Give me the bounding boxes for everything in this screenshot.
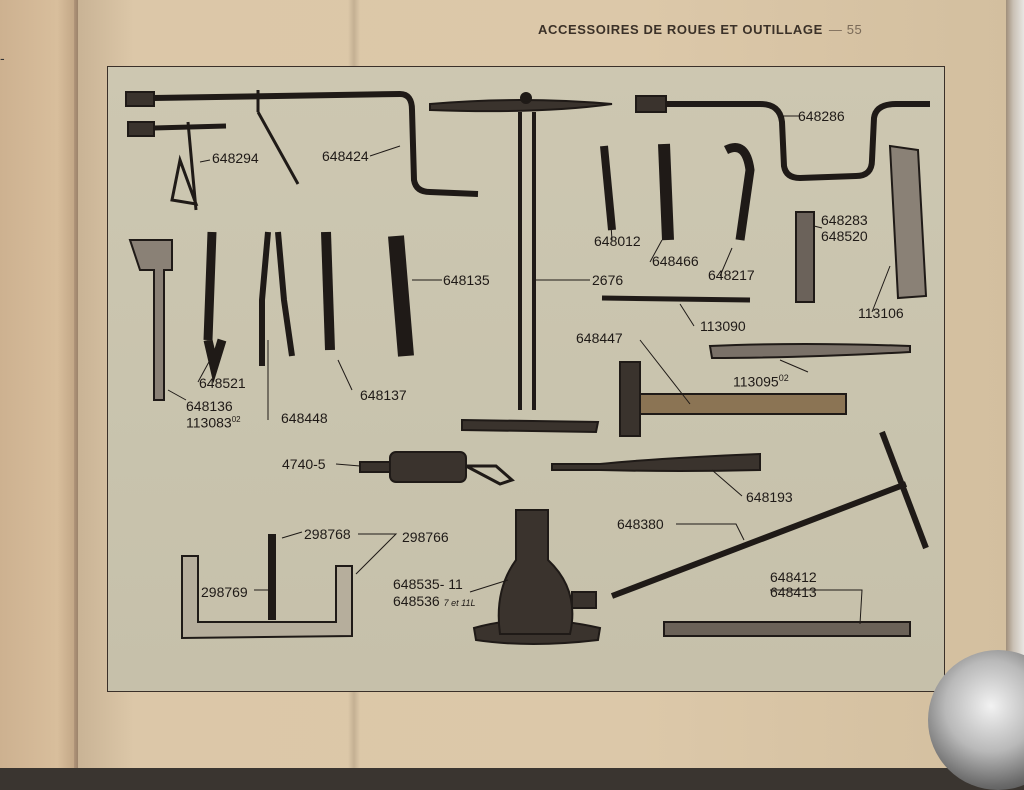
label-113095-suffix: 02 bbox=[778, 373, 789, 383]
rim-clamp-drawing bbox=[181, 555, 353, 640]
label-648521: 648521 bbox=[199, 375, 246, 391]
label-113095-number: 113095 bbox=[733, 373, 779, 390]
label-648536: 648536 7 et 11L bbox=[393, 594, 475, 610]
left-page-mark: - bbox=[0, 50, 5, 66]
label-113083-suffix: 02 bbox=[231, 415, 241, 424]
label-4740-5: 4740-5 bbox=[282, 456, 326, 472]
screwdriver-drawing bbox=[203, 231, 227, 384]
label-648448: 648448 bbox=[281, 410, 328, 426]
hammer-handle-drawing bbox=[639, 393, 847, 415]
label-648136: 648136 bbox=[186, 398, 233, 414]
crank-handle-drawing bbox=[635, 95, 930, 182]
bottle-jack-drawing bbox=[472, 509, 602, 645]
label-648520: 648520 bbox=[821, 228, 868, 244]
pliers-drawing bbox=[259, 231, 295, 366]
wheel-brace-drawing bbox=[125, 90, 479, 197]
page-edge bbox=[1006, 0, 1024, 768]
label-113083: 11308302 bbox=[186, 413, 241, 430]
label-648217: 648217 bbox=[708, 267, 755, 283]
wrench-648217-drawing bbox=[723, 143, 755, 241]
label-648294: 648294 bbox=[212, 150, 259, 166]
label-648466: 648466 bbox=[652, 253, 699, 269]
label-648193: 648193 bbox=[746, 489, 793, 505]
label-113106: 113106 bbox=[858, 305, 904, 321]
label-298766: 298766 bbox=[402, 529, 449, 545]
jack-handle-drawing bbox=[429, 92, 613, 434]
t-bar-handle-drawing bbox=[879, 430, 929, 550]
label-648424: 648424 bbox=[322, 148, 369, 164]
label-648380: 648380 bbox=[617, 516, 664, 532]
tyre-lever-drawing bbox=[708, 343, 911, 360]
label-298769: 298769 bbox=[201, 584, 248, 600]
label-648536-note: 7 et 11L bbox=[443, 598, 476, 608]
page-number: — 55 bbox=[828, 22, 863, 37]
box-spanner-drawing bbox=[795, 211, 815, 303]
label-648535: 648535- 11 bbox=[393, 576, 463, 592]
label-113095: 11309502 bbox=[733, 371, 789, 389]
page-header: ACCESSOIRES DE ROUES ET OUTILLAGE — 55 bbox=[538, 22, 862, 37]
label-648447: 648447 bbox=[576, 330, 623, 346]
label-2676: 2676 bbox=[592, 272, 624, 288]
tool-illustrations bbox=[125, 90, 930, 645]
label-648413: 648413 bbox=[770, 584, 817, 600]
spanner-648137-drawing bbox=[321, 231, 335, 351]
rod-113090-drawing bbox=[601, 295, 751, 303]
lever-648193-drawing bbox=[551, 452, 761, 472]
page-title: ACCESSOIRES DE ROUES ET OUTILLAGE bbox=[538, 22, 823, 37]
label-113090: 113090 bbox=[700, 318, 746, 334]
label-113083-number: 113083 bbox=[186, 414, 232, 431]
wheel-spanner-drawing bbox=[888, 144, 928, 300]
left-page: - bbox=[0, 0, 82, 768]
t-bar-tool-drawing bbox=[610, 481, 908, 599]
valve-key-drawing bbox=[127, 121, 227, 211]
hammer-head-drawing bbox=[619, 361, 641, 437]
label-648286: 648286 bbox=[798, 108, 845, 124]
adjustable-wrench-drawing bbox=[128, 239, 173, 401]
ruler-drawing bbox=[663, 621, 911, 637]
label-648137: 648137 bbox=[360, 387, 407, 403]
label-298768: 298768 bbox=[304, 526, 351, 542]
label-648135: 648135 bbox=[443, 272, 490, 288]
label-648012: 648012 bbox=[594, 233, 641, 249]
label-648412: 648412 bbox=[770, 569, 817, 585]
double-spanner-drawing bbox=[388, 235, 414, 357]
label-648283: 648283 bbox=[821, 212, 868, 228]
grease-gun-drawing bbox=[359, 451, 515, 486]
wrench-648466-drawing bbox=[658, 143, 674, 241]
label-648536-number: 648536 bbox=[393, 593, 440, 609]
